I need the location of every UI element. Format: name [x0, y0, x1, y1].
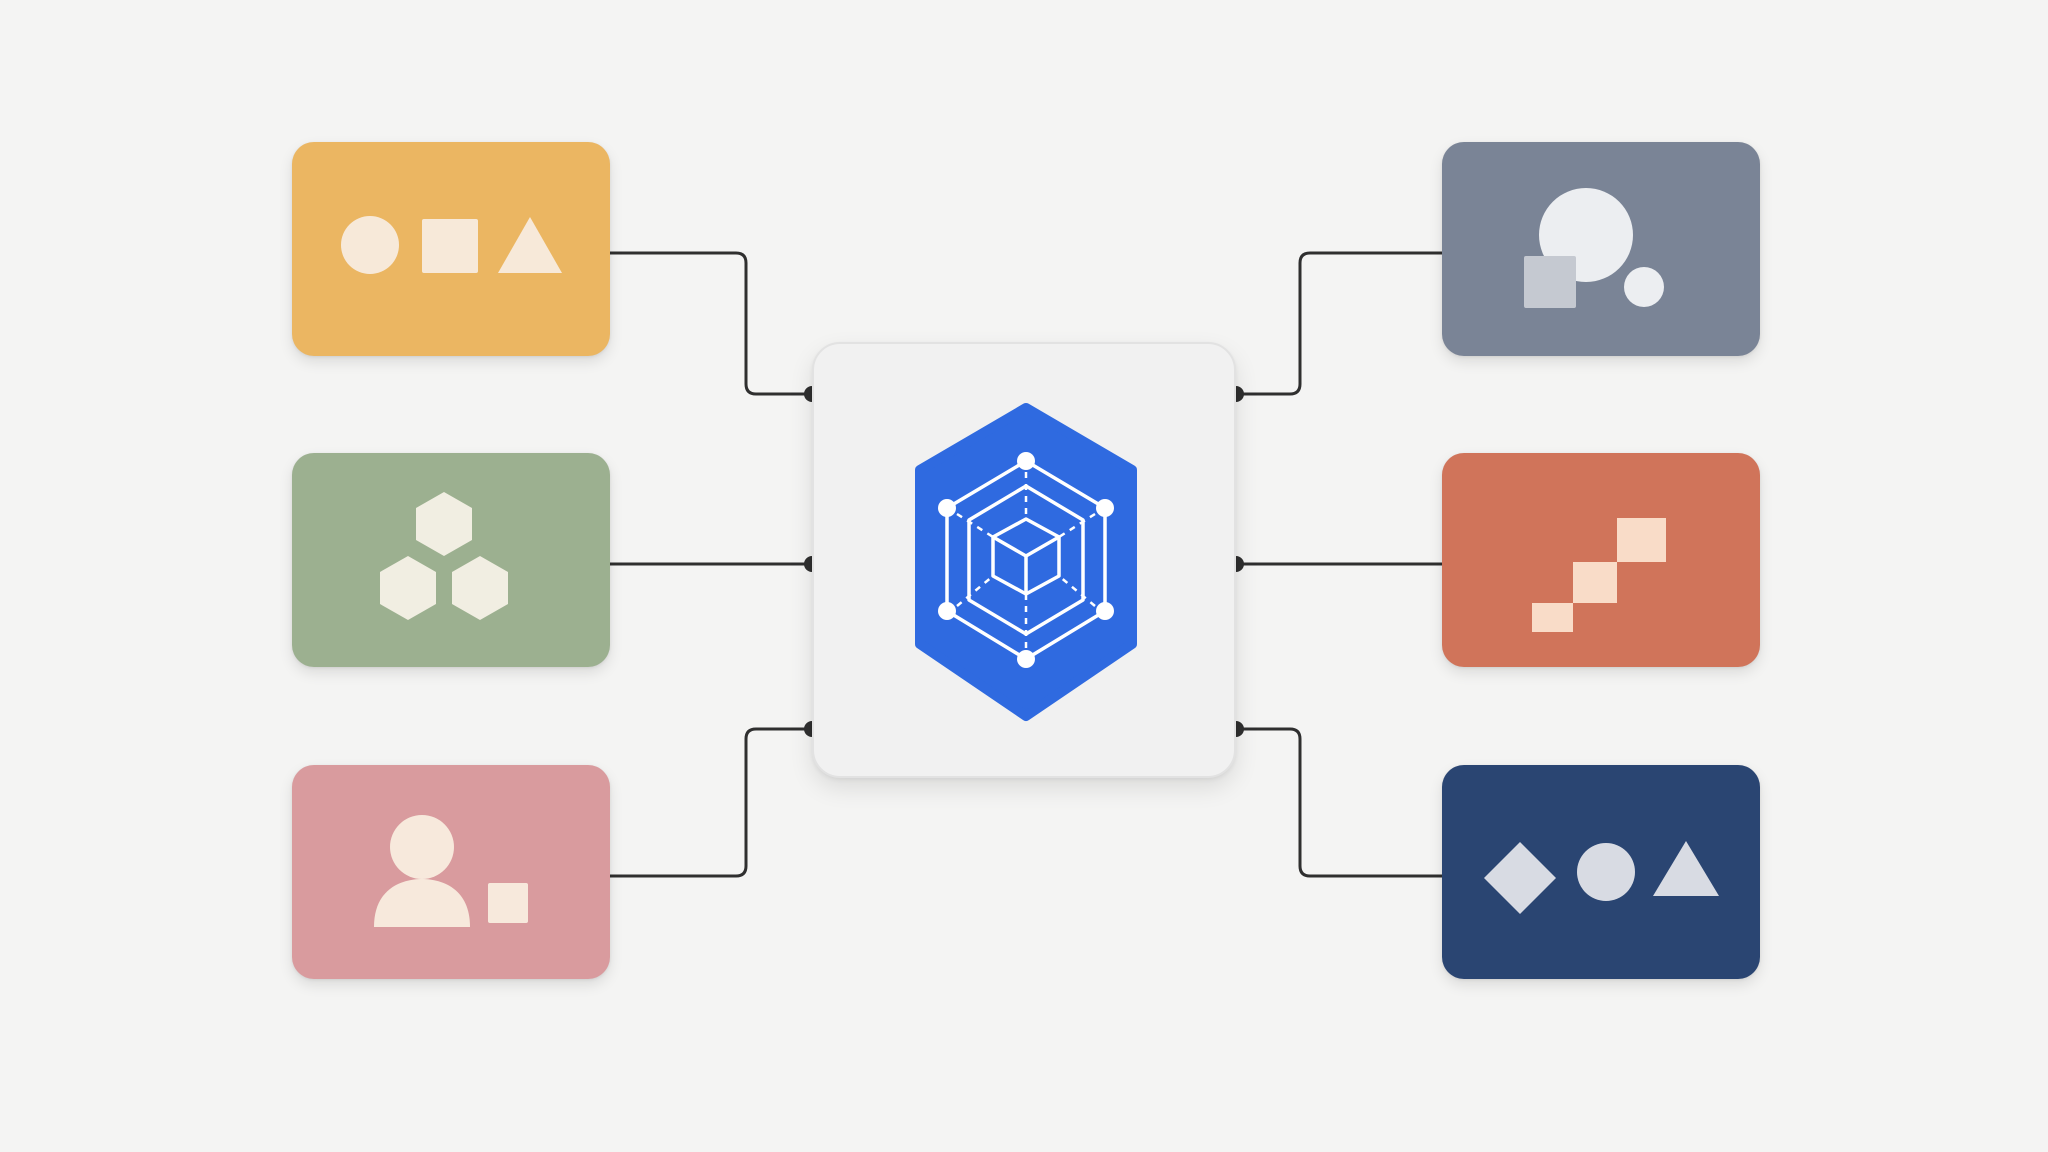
card-bottom-left[interactable]	[292, 765, 610, 979]
circle-square-triangle-icon	[341, 216, 562, 274]
card-top-left[interactable]	[292, 142, 610, 356]
connector-bottom-left	[608, 727, 812, 878]
central-hub-card[interactable]	[812, 342, 1236, 778]
circles-square-icon	[1524, 188, 1664, 308]
card-bottom-right[interactable]	[1442, 765, 1760, 979]
connector-top-right	[1236, 251, 1442, 396]
hexagon-network-cube-icon	[915, 403, 1137, 721]
user-square-icon	[374, 815, 528, 927]
staircase-squares-icon	[1532, 518, 1666, 632]
connector-top-left	[608, 251, 812, 396]
card-mid-right[interactable]	[1442, 453, 1760, 667]
hexagon-cluster-icon	[380, 492, 508, 620]
connector-bottom-right	[1236, 727, 1442, 878]
card-mid-left[interactable]	[292, 453, 610, 667]
card-top-right[interactable]	[1442, 142, 1760, 356]
diamond-circle-triangle-icon	[1484, 841, 1719, 914]
